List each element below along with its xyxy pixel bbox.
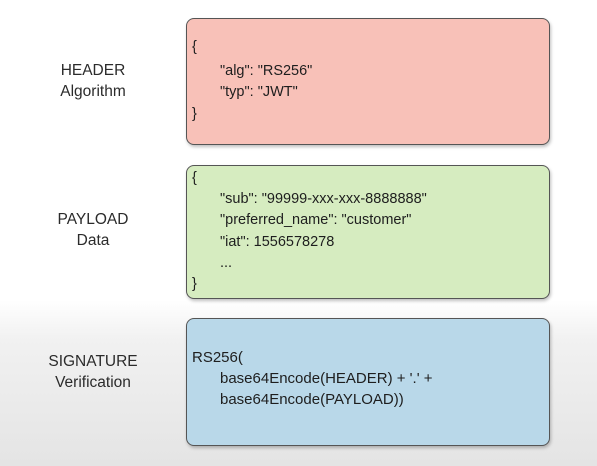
payload-label: PAYLOAD Data	[0, 209, 186, 251]
payload-open-brace: {	[192, 170, 197, 186]
signature-label: SIGNATURE Verification	[0, 351, 186, 393]
signature-box: RS256( base64Encode(HEADER) + '.' + base…	[186, 318, 550, 446]
header-open-brace: {	[192, 39, 197, 55]
payload-ellipsis-line: ...	[220, 255, 233, 271]
header-box: { "alg": "RS256" "typ": "JWT" }	[186, 18, 550, 145]
payload-title: PAYLOAD	[57, 211, 129, 228]
header-alg-line: "alg": "RS256"	[220, 63, 313, 79]
signature-subtitle: Verification	[55, 374, 131, 391]
payload-box: { "sub": "99999-xxx-xxx-8888888" "prefer…	[186, 165, 550, 299]
payload-iat-line: "iat": 1556578278	[220, 234, 335, 250]
header-label: HEADER Algorithm	[0, 60, 186, 102]
header-title: HEADER	[60, 62, 126, 79]
payload-subtitle: Data	[76, 232, 110, 249]
signature-payload-encode-line: base64Encode(PAYLOAD))	[220, 391, 404, 408]
header-typ-line: "typ": "JWT"	[220, 84, 298, 100]
signature-rs256-line: RS256(	[192, 349, 243, 366]
payload-sub-line: "sub": "99999-xxx-xxx-8888888"	[220, 191, 427, 207]
header-close-brace: }	[192, 106, 197, 122]
signature-header-encode-line: base64Encode(HEADER) + '.' +	[220, 370, 433, 387]
signature-title: SIGNATURE	[48, 353, 138, 370]
header-subtitle: Algorithm	[60, 83, 126, 100]
payload-close-brace: }	[192, 276, 197, 292]
payload-preferred-name-line: "preferred_name": "customer"	[220, 212, 412, 228]
